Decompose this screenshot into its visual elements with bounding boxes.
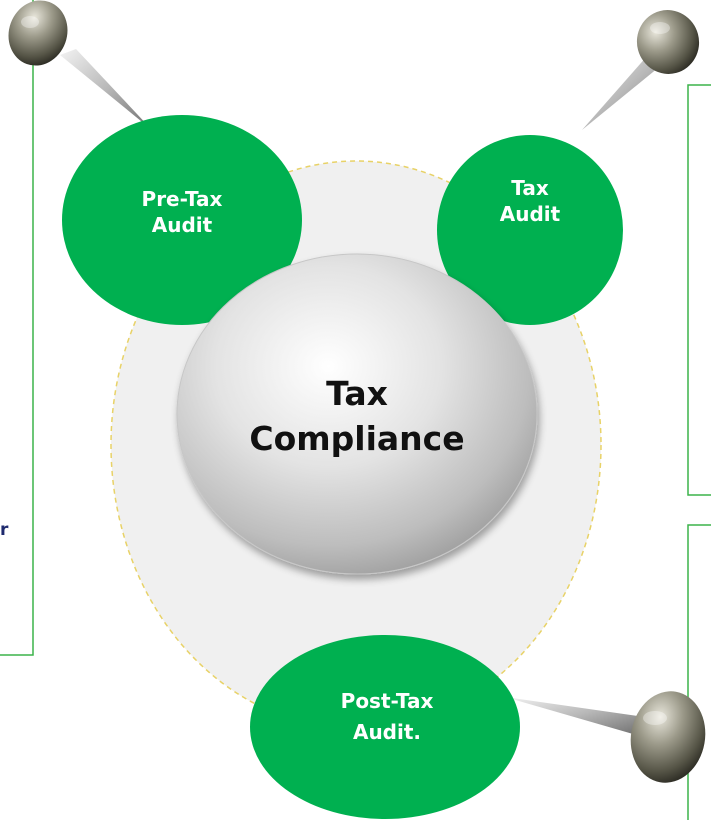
pin-needle-top-left xyxy=(60,49,152,130)
pushpin-icon xyxy=(636,10,700,74)
node-post-tax-audit xyxy=(250,635,520,819)
node-pre-tax-audit xyxy=(62,115,302,325)
left-panel-cut-text: r xyxy=(0,520,9,540)
right-top-panel-border xyxy=(687,84,711,496)
node-label-pre-tax-audit: Pre-Tax Audit xyxy=(141,187,223,237)
pushpin-icon xyxy=(630,691,706,783)
pin-needle-bottom xyxy=(505,697,640,736)
pushpin-icon xyxy=(8,0,68,66)
node-tax-audit xyxy=(437,135,623,325)
node-label-tax-audit: Tax Audit xyxy=(499,176,561,226)
center-label: Tax Compliance xyxy=(249,374,465,458)
node-label-post-tax-audit: Post-Tax Audit. xyxy=(340,689,434,744)
center-node xyxy=(176,253,538,575)
pin-needle-top-right xyxy=(582,55,664,130)
right-bottom-panel-border xyxy=(687,524,711,820)
left-panel-border xyxy=(0,0,34,656)
